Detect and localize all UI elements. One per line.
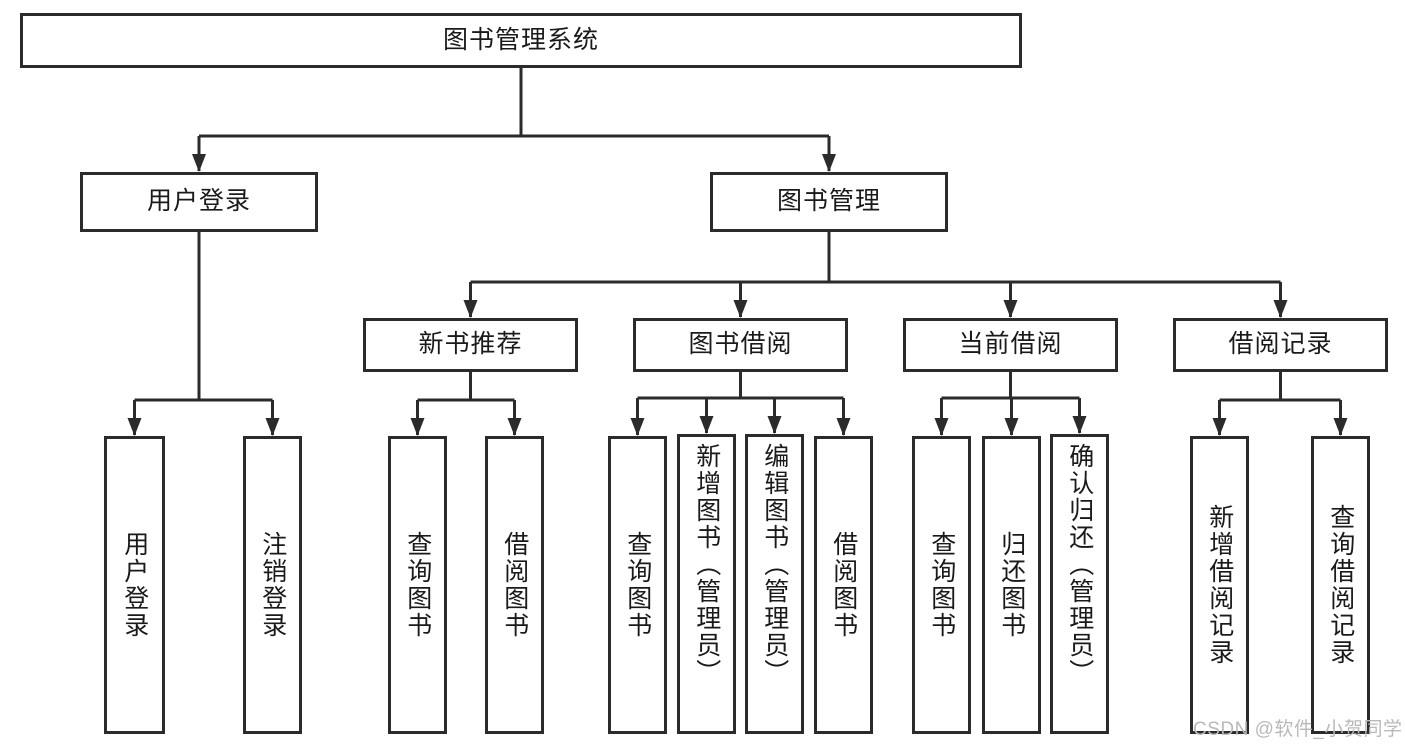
node-label: 归还图书 — [997, 531, 1026, 639]
node-label: 查询图书 — [927, 531, 956, 639]
node-borrow-record[interactable]: 借阅记录 — [1173, 318, 1388, 372]
node-leaf-query-record[interactable]: 查询借阅记录 — [1311, 436, 1370, 734]
arrow-head-icon — [1333, 418, 1348, 436]
arrow-head-icon — [630, 418, 645, 436]
node-current-borrow[interactable]: 当前借阅 — [903, 318, 1118, 372]
node-leaf-query-book-2[interactable]: 查询图书 — [608, 436, 667, 734]
arrow-head-icon — [463, 300, 478, 318]
node-label: 查询图书 — [403, 531, 432, 639]
arrow-head-icon — [733, 300, 748, 318]
node-leaf-add-book[interactable]: 新增图书（管理员） — [677, 434, 736, 734]
node-label: 借阅图书 — [500, 531, 529, 639]
node-label: 新书推荐 — [418, 330, 523, 359]
arrow-head-icon — [192, 154, 206, 172]
arrow-head-icon — [410, 418, 425, 436]
node-leaf-user-login[interactable]: 用户登录 — [104, 436, 165, 734]
node-book-borrow[interactable]: 图书借阅 — [633, 318, 848, 372]
node-leaf-query-book-3[interactable]: 查询图书 — [912, 436, 971, 734]
node-leaf-add-record[interactable]: 新增借阅记录 — [1190, 436, 1249, 734]
node-leaf-return-book[interactable]: 归还图书 — [982, 436, 1041, 734]
arrow-head-icon — [127, 418, 142, 436]
node-label: 图书管理系统 — [442, 25, 599, 54]
arrow-head-icon — [836, 418, 851, 436]
arrow-head-icon — [822, 154, 836, 172]
node-leaf-borrow-book-2[interactable]: 借阅图书 — [814, 436, 873, 734]
node-label: 新增借阅记录 — [1205, 504, 1234, 666]
node-leaf-borrow-book-1[interactable]: 借阅图书 — [485, 436, 544, 734]
arrow-head-icon — [265, 418, 280, 436]
node-book-manage[interactable]: 图书管理 — [710, 172, 948, 232]
node-label: 查询借阅记录 — [1326, 504, 1355, 666]
arrow-head-icon — [1003, 300, 1018, 318]
node-leaf-query-book-1[interactable]: 查询图书 — [388, 436, 447, 734]
arrow-head-icon — [699, 416, 714, 434]
node-leaf-edit-book[interactable]: 编辑图书（管理员） — [745, 434, 804, 734]
node-label: 编辑图书（管理员） — [760, 443, 789, 686]
node-label: 图书管理 — [776, 187, 881, 216]
node-leaf-logout[interactable]: 注销登录 — [243, 436, 302, 734]
node-user-login[interactable]: 用户登录 — [80, 172, 318, 232]
node-label: 用户登录 — [146, 187, 251, 216]
arrow-head-icon — [1273, 300, 1288, 318]
node-leaf-confirm-return[interactable]: 确认归还（管理员） — [1050, 434, 1109, 734]
node-label: 借阅图书 — [829, 531, 858, 639]
node-label: 图书借阅 — [688, 330, 793, 359]
arrow-head-icon — [1212, 418, 1227, 436]
arrow-head-icon — [1004, 418, 1019, 436]
arrow-head-icon — [1072, 416, 1087, 434]
arrow-head-icon — [507, 418, 522, 436]
node-new-book-rec[interactable]: 新书推荐 — [363, 318, 578, 372]
node-label: 新增图书（管理员） — [692, 443, 721, 686]
node-label: 注销登录 — [258, 531, 287, 639]
node-label: 借阅记录 — [1228, 330, 1333, 359]
node-label: 当前借阅 — [958, 330, 1063, 359]
node-label: 确认归还（管理员） — [1065, 443, 1094, 686]
node-label: 查询图书 — [623, 531, 652, 639]
node-root[interactable]: 图书管理系统 — [20, 13, 1022, 68]
arrow-head-icon — [934, 418, 949, 436]
node-label: 用户登录 — [120, 531, 149, 639]
arrow-head-icon — [767, 416, 782, 434]
